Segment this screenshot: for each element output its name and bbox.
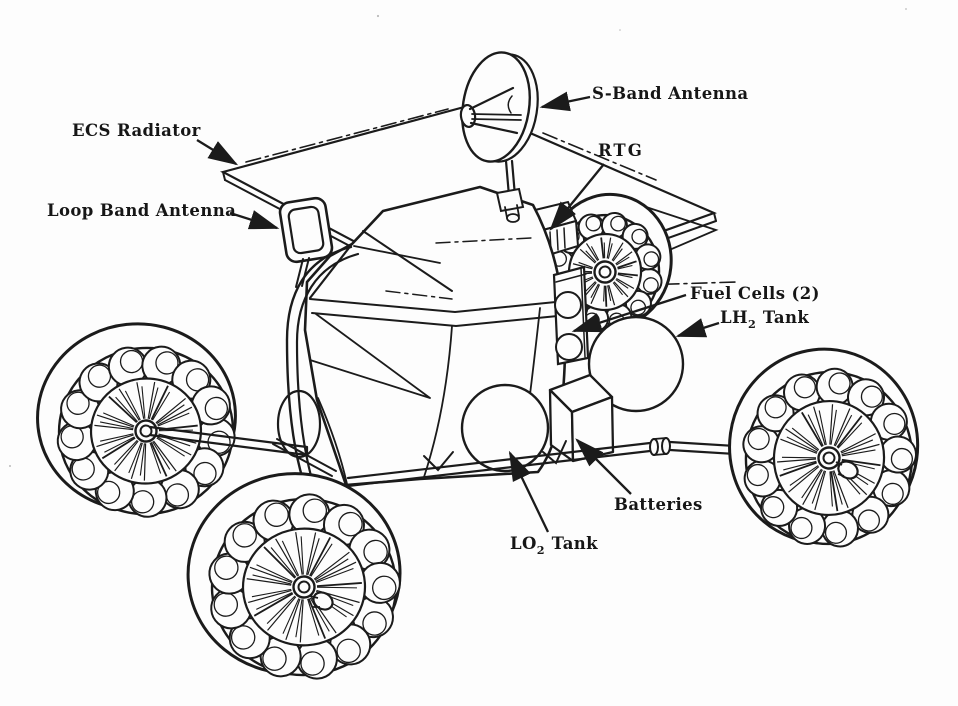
label-s-band-antenna: S-Band Antenna [592, 84, 749, 103]
label-loop-band-antenna-text: Loop Band Antenna [47, 201, 237, 220]
tank-bracket-left [423, 451, 454, 472]
loop-band-antenna [278, 196, 334, 288]
arrow-lo2-tank [508, 450, 550, 533]
label-lh2-tank: LH2 Tank [720, 308, 810, 332]
label-rtg-text: RTG [598, 141, 644, 160]
lh2-tank-sphere [587, 315, 685, 413]
fuel-cell-2 [555, 333, 583, 361]
right-wheel [728, 347, 920, 548]
front-frame-inner [295, 252, 360, 478]
label-lo2-tank: LO2 Tank [510, 534, 599, 558]
fuel-cell-bay [552, 265, 590, 366]
s-band-antenna-dish [459, 51, 539, 223]
arrow-batteries [575, 438, 632, 495]
label-lh2-sub: 2 [748, 317, 756, 332]
arrow-lh2-tank [675, 318, 720, 338]
right-hub-stub [835, 460, 859, 480]
arrow-fuel-cells [571, 293, 687, 333]
label-lo2-sub: 2 [536, 543, 545, 558]
mast-base [495, 187, 525, 213]
arrow-rtg [549, 163, 605, 231]
chassis-tubes [148, 425, 770, 488]
label-s-band-antenna-text: S-Band Antenna [592, 84, 749, 103]
label-fuel-cells-text: Fuel Cells (2) [690, 284, 820, 303]
label-rtg: RTG [598, 141, 644, 160]
antenna-feed [459, 103, 477, 129]
callout-arrows [196, 91, 720, 533]
scan-specks [9, 8, 907, 467]
label-lo2-post: Tank [551, 534, 599, 553]
arrow-ecs-radiator [196, 139, 239, 166]
label-batteries: Batteries [614, 495, 703, 514]
label-lh2-pre: LH [720, 308, 748, 327]
tank-bracket-right [542, 440, 567, 465]
front-wheel [186, 472, 402, 680]
label-loop-band-antenna: Loop Band Antenna [47, 201, 237, 220]
label-ecs-radiator: ECS Radiator [72, 121, 201, 140]
label-lh2-post: Tank [762, 308, 810, 327]
tube-coupling [649, 438, 659, 456]
label-lo2-pre: LO [510, 534, 537, 553]
label-fuel-cells: Fuel Cells (2) [690, 284, 820, 303]
left-wheel [36, 322, 237, 518]
front-strut [272, 438, 337, 477]
label-ecs-radiator-text: ECS Radiator [72, 121, 201, 140]
front-hub-stub [309, 591, 334, 611]
label-batteries-text: Batteries [614, 495, 703, 514]
lo2-tank-sphere [460, 383, 550, 473]
left-axle [148, 425, 309, 457]
arrow-s-band-antenna [539, 91, 591, 112]
arrow-loop-band-antenna [229, 210, 280, 230]
fuel-cell-1 [554, 291, 582, 319]
